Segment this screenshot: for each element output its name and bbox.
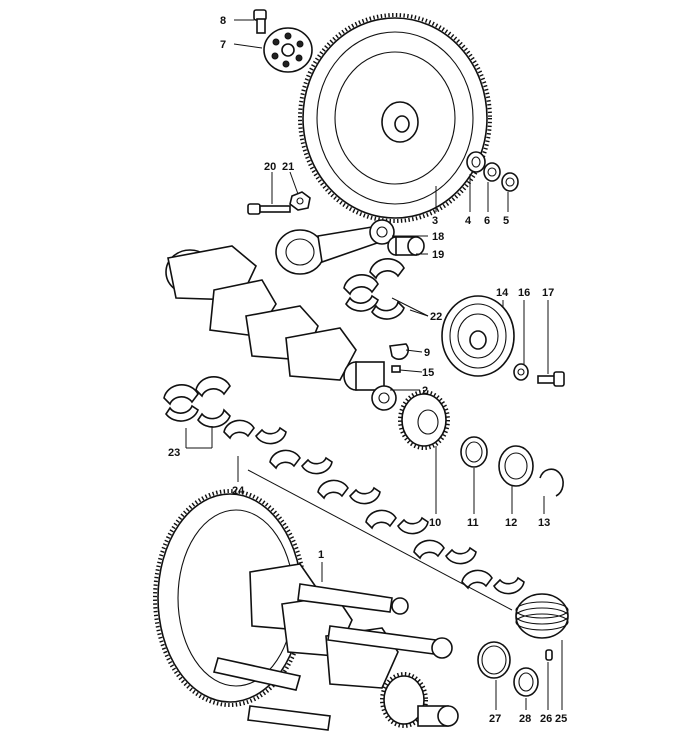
pulley-bolt [537,371,565,387]
timing-gear [398,390,450,450]
woodruff-key [389,343,409,360]
callout-22: 22 [430,311,442,323]
oil-seal [498,445,534,487]
connecting-rod-bearing-shells [343,258,405,320]
callout-10: 10 [429,517,441,529]
callout-7: 7 [220,39,226,51]
leader-lines [185,19,563,710]
callout-26: 26 [540,713,552,725]
connecting-rod-bolt [247,203,291,215]
piston-ring-28 [513,667,539,697]
piston [515,593,569,639]
spacer-ring [460,436,488,468]
callout-2: 2 [422,385,428,397]
callout-5: 5 [503,215,509,227]
pilot-bearing-4 [466,151,486,173]
callout-13: 13 [538,517,550,529]
crankshaft [165,245,397,411]
connecting-rod-nut [289,191,311,211]
callout-3: 3 [432,215,438,227]
connecting-rod-upper [275,219,395,275]
main-bearing-shells [223,419,525,595]
flywheel [298,13,492,223]
pilot-bearing-6 [483,162,501,182]
callout-labels: 8 7 3 4 6 5 20 21 18 19 22 14 16 17 9 15… [168,15,567,725]
callout-21: 21 [282,161,294,173]
pulley-washer [513,363,529,381]
callout-27: 27 [489,713,501,725]
flywheel-bolt [253,9,267,34]
crankshaft-assembly [153,489,459,731]
small-end-bush [387,236,425,256]
crankshaft-key [391,365,401,373]
circlip [539,468,564,497]
callout-6: 6 [484,215,490,227]
callout-15: 15 [422,367,434,379]
callout-14: 14 [496,287,509,299]
callout-18: 18 [432,231,444,243]
callout-24: 24 [232,485,245,497]
piston-pin-clip [545,649,553,661]
callout-17: 17 [542,287,554,299]
callout-8: 8 [220,15,226,27]
callout-11: 11 [467,517,479,529]
callout-23: 23 [168,447,180,459]
thrust-bearing-shells [163,376,231,428]
piston-ring-27 [477,641,511,679]
callout-25: 25 [555,713,567,725]
flywheel-washer-plate [263,27,313,73]
callout-28: 28 [519,713,531,725]
callout-16: 16 [518,287,530,299]
callout-12: 12 [505,517,517,529]
callout-1: 1 [318,549,324,561]
crankshaft-pulley [441,295,515,377]
pilot-bearing-5 [501,172,519,192]
callout-19: 19 [432,249,444,261]
callout-20: 20 [264,161,276,173]
callout-4: 4 [465,215,472,227]
callout-9: 9 [424,347,430,359]
